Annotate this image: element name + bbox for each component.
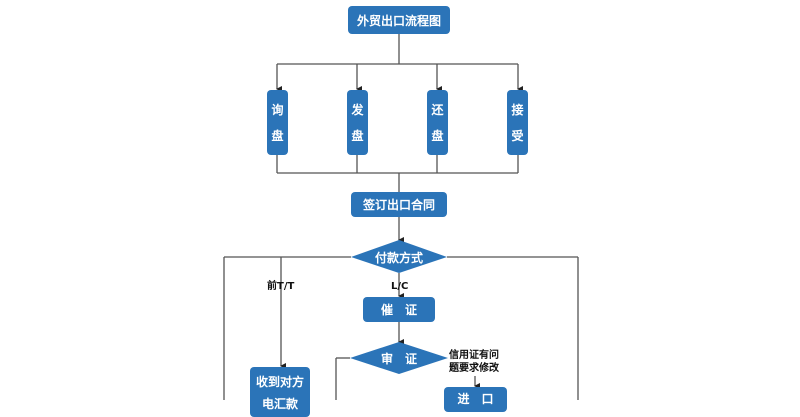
receive-remittance-node: 收到对方电汇款 (250, 367, 310, 417)
stage-acceptance-char1: 接 (511, 102, 524, 117)
stage-inquiry: 询 盘 (267, 90, 288, 155)
review-lc-label: 审 证 (380, 351, 417, 366)
title-node: 外贸出口流程图 (348, 6, 450, 34)
lc-problem-label: 信用证有问 题要求修改 (449, 349, 499, 375)
stage-offer-char2: 盘 (351, 128, 364, 143)
sign-contract-node: 签订出口合同 (351, 192, 447, 217)
flowchart-connectors (223, 34, 579, 400)
stage-inquiry-char1: 询 (271, 102, 284, 117)
stage-counter-offer-char2: 盘 (431, 128, 444, 143)
review-lc-diamond (350, 342, 448, 374)
lc-problem-line1: 信用证有问 (449, 350, 499, 361)
payment-method-diamond (351, 240, 447, 273)
stage-counter-offer-char1: 还 (431, 102, 444, 117)
payment-method-label: 付款方式 (374, 250, 423, 265)
stage-inquiry-char2: 盘 (271, 128, 284, 143)
lc-problem-line2: 题要求修改 (449, 363, 499, 374)
stage-counter-offer: 还 盘 (427, 90, 448, 155)
branch-lc-label: L/C (391, 281, 409, 292)
stage-acceptance-char2: 受 (511, 128, 524, 143)
branch-tt-label: 前T/T (267, 281, 295, 292)
stage-offer: 发 盘 (347, 90, 368, 155)
stage-acceptance: 接 受 (507, 90, 528, 155)
stage-offer-char1: 发 (351, 102, 364, 117)
urge-lc-node: 催 证 (363, 297, 435, 322)
